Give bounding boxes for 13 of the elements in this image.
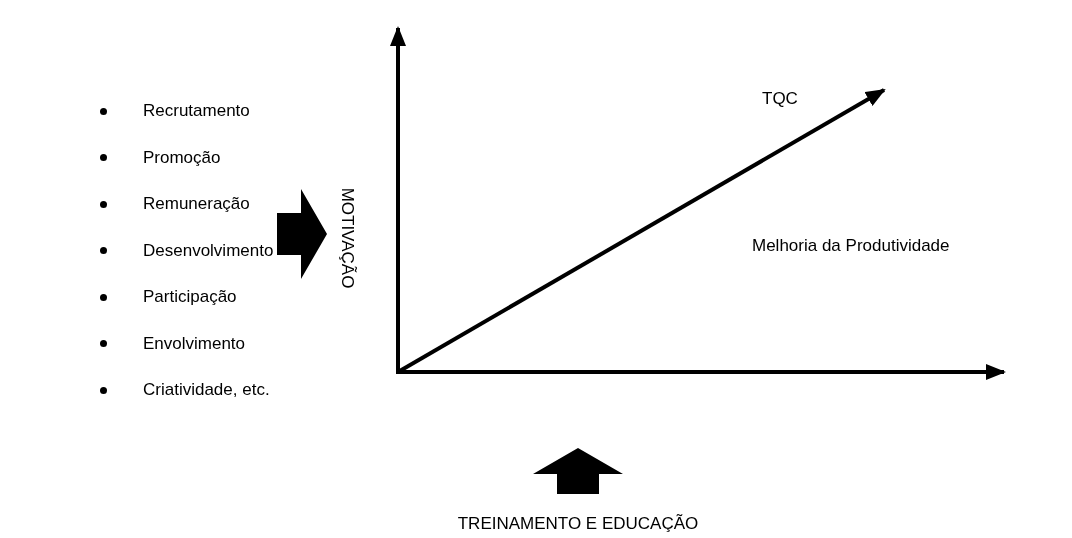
chart-label: TQC [762, 89, 798, 109]
input-label: TREINAMENTO E EDUCAÇÃO [457, 514, 699, 534]
list-item: Desenvolvimento [143, 240, 274, 261]
list-item: Criatividade, etc. [143, 380, 270, 401]
axis-title: MOTIVAÇÃO [337, 187, 357, 288]
list-item: Envolvimento [143, 333, 246, 354]
list-item: Promoção [143, 147, 221, 168]
block-arrow [277, 189, 327, 279]
list-item: Participação [143, 287, 237, 308]
chart-label: Melhoria da Produtividade [752, 236, 950, 256]
list-item: Remuneração [143, 194, 250, 215]
block-arrow [533, 448, 623, 494]
list-item: Recrutamento [143, 101, 250, 122]
